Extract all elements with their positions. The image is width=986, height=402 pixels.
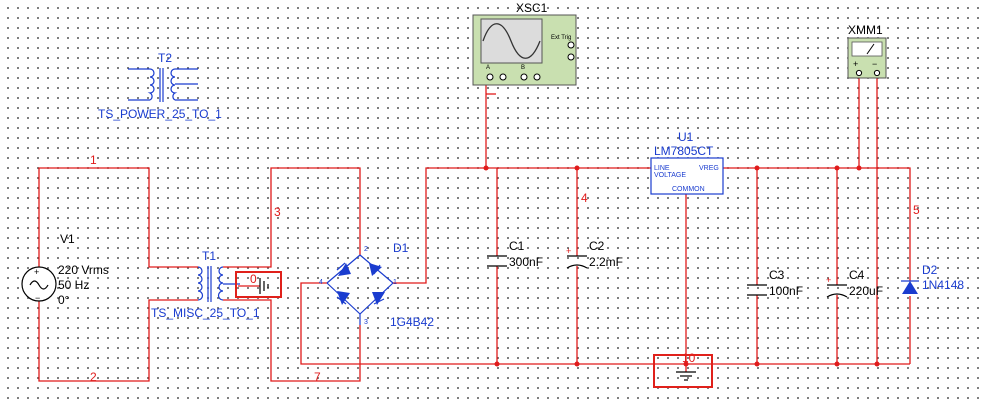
bridge-rectifier-d1[interactable]: D1 2 4 1 3 1G4B42 xyxy=(319,241,434,329)
t2-refdes: T2 xyxy=(158,51,172,65)
u1-pin-voltage: VOLTAGE xyxy=(654,172,686,179)
capacitor-c2[interactable]: + C2 2.2mF xyxy=(566,239,623,269)
t2-model: TS_POWER_25_TO_1 xyxy=(98,107,222,121)
diode-d2[interactable]: D2 1N4148 xyxy=(901,263,964,294)
xsc1-channel-b: B xyxy=(521,65,525,71)
c3-value: 100nF xyxy=(769,284,803,298)
net-label-0: 0 xyxy=(250,272,257,286)
net-label-4: 4 xyxy=(581,191,588,205)
d1-pin3: 3 xyxy=(364,319,368,326)
regulator-u1[interactable]: U1 LM7805CT LINE VOLTAGE VREG COMMON xyxy=(650,130,724,195)
net-label-5: 5 xyxy=(913,203,920,217)
v1-minus-icon: − xyxy=(35,293,40,303)
wire-net-2[interactable] xyxy=(38,290,198,382)
meter-needle-icon xyxy=(866,43,875,55)
wire-net-10[interactable] xyxy=(300,282,910,365)
d1-pin2: 2 xyxy=(364,246,368,253)
v1-voltage: 220 Vrms xyxy=(58,263,109,277)
u1-model: LM7805CT xyxy=(654,144,714,158)
v1-refdes: V1 xyxy=(60,232,75,246)
c3-refdes: C3 xyxy=(769,268,785,282)
net-label-1: 1 xyxy=(90,153,97,167)
d1-pin4: 4 xyxy=(319,279,323,286)
c4-refdes: C4 xyxy=(849,268,865,282)
xmm1-refdes: XMM1 xyxy=(848,23,883,37)
xsc1-terminal-a-icon[interactable] xyxy=(486,73,494,81)
ac-source-v1[interactable]: V1 + − 220 Vrms 50 Hz 0° xyxy=(21,232,109,307)
wire-net-7[interactable] xyxy=(223,299,361,382)
d1-model: 1G4B42 xyxy=(390,315,434,329)
xsc1-refdes: XSC1 xyxy=(516,1,548,15)
sine-wave-icon xyxy=(482,23,541,59)
u1-pin-line: LINE xyxy=(654,165,670,172)
c1-refdes: C1 xyxy=(509,239,525,253)
c2-refdes: C2 xyxy=(589,239,605,253)
highlight-box-t1-tap xyxy=(235,271,282,298)
c2-plus-icon: + xyxy=(566,246,571,256)
transformer-t2[interactable]: T2 TS_POWER_25_TO_1 xyxy=(98,51,222,121)
ground-icon-t1 xyxy=(259,278,269,294)
capacitor-c1[interactable]: C1 300nF xyxy=(487,239,543,269)
v1-frequency: 50 Hz xyxy=(58,278,89,292)
t1-model: TS_MISC_25_TO_1 xyxy=(151,306,260,320)
ground-icon-main xyxy=(676,371,696,381)
capacitor-c4[interactable]: + C4 220uF xyxy=(826,268,883,298)
v1-phase: 0° xyxy=(58,293,70,307)
wires xyxy=(38,78,911,382)
xsc1-channel-a: A xyxy=(486,65,490,71)
junctions xyxy=(483,165,880,367)
net-label-3: 3 xyxy=(274,205,281,219)
oscilloscope-xsc1[interactable]: XSC1 Ext Trig A B xyxy=(472,1,577,86)
c2-value: 2.2mF xyxy=(589,255,623,269)
d1-refdes: D1 xyxy=(393,241,409,255)
d1-pin1: 1 xyxy=(393,279,397,286)
wire-net-1[interactable] xyxy=(38,167,198,290)
xmm1-minus: − xyxy=(872,59,877,69)
transformer-t1[interactable]: T1 TS_MISC_25_TO_1 xyxy=(151,249,260,320)
wire-net-4[interactable] xyxy=(393,167,653,284)
u1-refdes: U1 xyxy=(678,130,694,144)
xsc1-ext-trig: Ext Trig xyxy=(551,35,571,41)
d2-model: 1N4148 xyxy=(922,278,964,292)
c4-value: 220uF xyxy=(849,284,883,298)
xmm1-plus: + xyxy=(853,59,858,69)
net-label-10: 10 xyxy=(682,351,696,365)
wire-net-5[interactable] xyxy=(723,167,911,281)
v1-plus-icon: + xyxy=(34,267,39,277)
c4-plus-icon: + xyxy=(826,275,831,285)
xsc1-terminal-b-icon[interactable] xyxy=(520,73,528,81)
c1-value: 300nF xyxy=(509,255,543,269)
net-label-7: 7 xyxy=(314,370,321,384)
net-label-2: 2 xyxy=(90,370,97,384)
multimeter-xmm1[interactable]: XMM1 + − xyxy=(847,23,887,79)
u1-pin-vreg: VREG xyxy=(699,165,719,172)
capacitor-c3[interactable]: C3 100nF xyxy=(747,268,803,298)
t1-refdes: T1 xyxy=(202,249,216,263)
highlight-box-ground xyxy=(653,354,713,388)
d2-refdes: D2 xyxy=(922,263,938,277)
wire-net-3[interactable] xyxy=(223,167,361,268)
u1-pin-common: COMMON xyxy=(672,186,705,193)
